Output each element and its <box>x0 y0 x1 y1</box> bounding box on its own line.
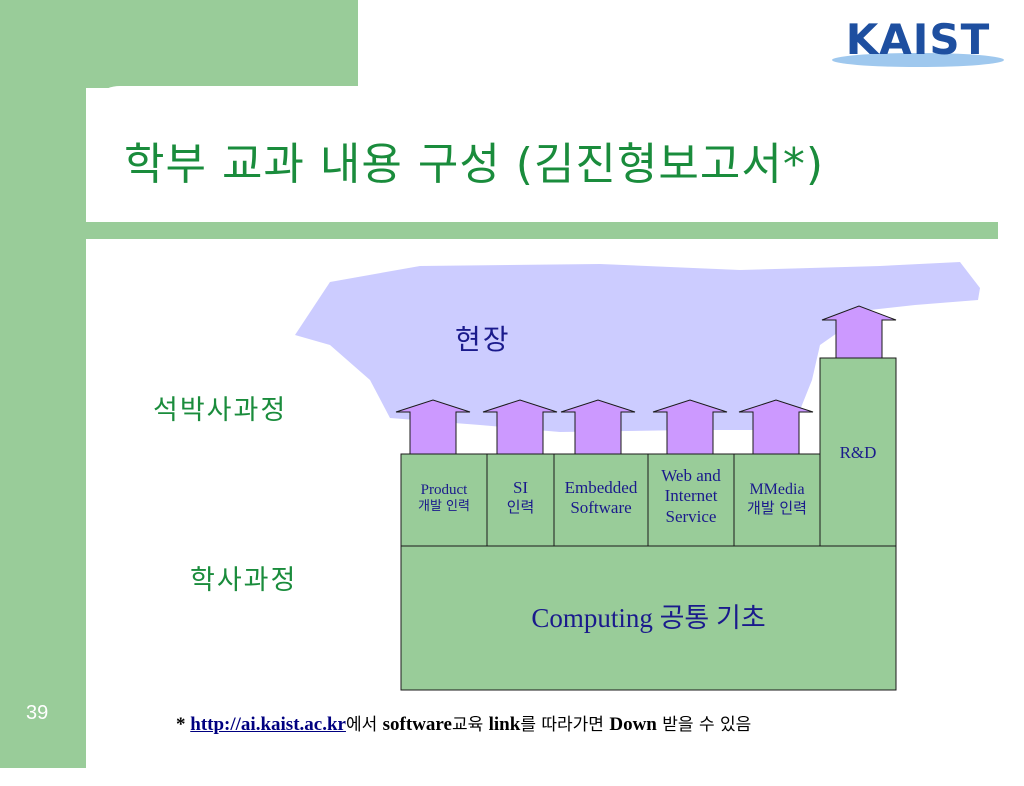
footnote-star: * <box>176 714 186 735</box>
track-web-line2: Internet <box>664 486 718 506</box>
left-green-band <box>0 0 86 768</box>
arrow-embedded <box>560 399 636 455</box>
foundation-label: Computing 공통 기초 <box>401 596 896 635</box>
track-si-line2: 인력 <box>506 498 535 517</box>
page-title: 학부 교과 내용 구성 (김진형보고서*) <box>124 139 824 190</box>
track-mmedia-text: MMedia 개발 인력 <box>734 480 820 517</box>
arrow-web <box>652 399 728 455</box>
arrow-product <box>395 399 471 455</box>
field-cloud <box>295 262 980 432</box>
footnote-text-a: 에서 <box>345 715 383 735</box>
track-embedded-line1: Embedded <box>564 478 638 497</box>
foundation-box <box>400 545 897 691</box>
curriculum-diagram <box>295 262 980 691</box>
undergrad-label: 학사과정 <box>190 565 298 596</box>
top-green-band <box>0 0 358 88</box>
track-product-line2: 개발 인력 <box>418 499 470 514</box>
footnote-text-e: 를 따라가면 <box>520 715 610 735</box>
track-embedded-line2: Software <box>570 498 632 518</box>
page-number: 39 <box>26 702 49 724</box>
track-product-line1: Product <box>420 482 468 498</box>
footnote-text-f: Down <box>609 714 657 735</box>
foundation-text: Computing 공통 기초 <box>531 603 766 633</box>
arrow-rnd <box>821 305 897 359</box>
logo-text: KAIST <box>846 15 991 64</box>
arrow-si <box>482 399 558 455</box>
track-product-text: Product 개발 인력 <box>401 481 487 515</box>
track-box-si <box>486 453 555 547</box>
track-web-text: Web and Internet Service <box>648 466 734 527</box>
footnote-text-g: 받을 수 있음 <box>656 715 752 735</box>
title-underline-bar <box>86 222 998 239</box>
field-label: 현장 <box>455 323 511 356</box>
track-embedded-text: Embedded Software <box>554 478 648 519</box>
footnote-text-d: link <box>488 714 521 735</box>
footnote: * http://ai.kaist.ac.kr에서 software교육 lin… <box>176 710 751 736</box>
track-mmedia-line2: 개발 인력 <box>747 499 807 518</box>
footnote-text-b: software <box>382 714 452 735</box>
track-mmedia-line1: MMedia <box>749 481 805 498</box>
footnote-text-c: 교육 <box>451 715 489 735</box>
track-si-text: SI 인력 <box>487 478 554 516</box>
track-web-line3: Service <box>665 506 717 526</box>
arrow-mmedia <box>738 399 814 455</box>
track-web-line1: Web and <box>661 466 721 485</box>
track-si-line1: SI <box>512 478 529 497</box>
track-rnd-text: R&D <box>839 443 877 462</box>
track-box-product <box>400 453 488 547</box>
footnote-link[interactable]: http://ai.kaist.ac.kr <box>190 714 346 735</box>
kaist-logo: KAIST <box>832 15 1004 67</box>
track-box-rnd <box>819 357 897 547</box>
track-box-web <box>647 453 735 547</box>
graduate-label: 석박사과정 <box>153 395 288 426</box>
